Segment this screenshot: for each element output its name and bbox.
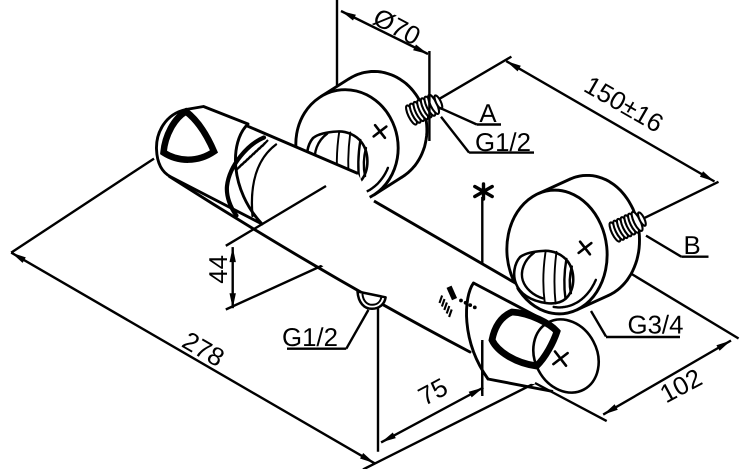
svg-text:75: 75	[414, 373, 452, 411]
svg-text:A: A	[479, 100, 497, 128]
svg-text:G1/2: G1/2	[282, 324, 338, 352]
svg-text:B: B	[684, 232, 701, 260]
svg-text:G3/4: G3/4	[628, 312, 684, 340]
svg-text:102: 102	[656, 364, 707, 409]
svg-text:278: 278	[177, 327, 228, 373]
svg-text:G1/2: G1/2	[475, 129, 531, 157]
svg-text:Ø70: Ø70	[368, 4, 424, 52]
svg-text:44: 44	[205, 255, 233, 284]
